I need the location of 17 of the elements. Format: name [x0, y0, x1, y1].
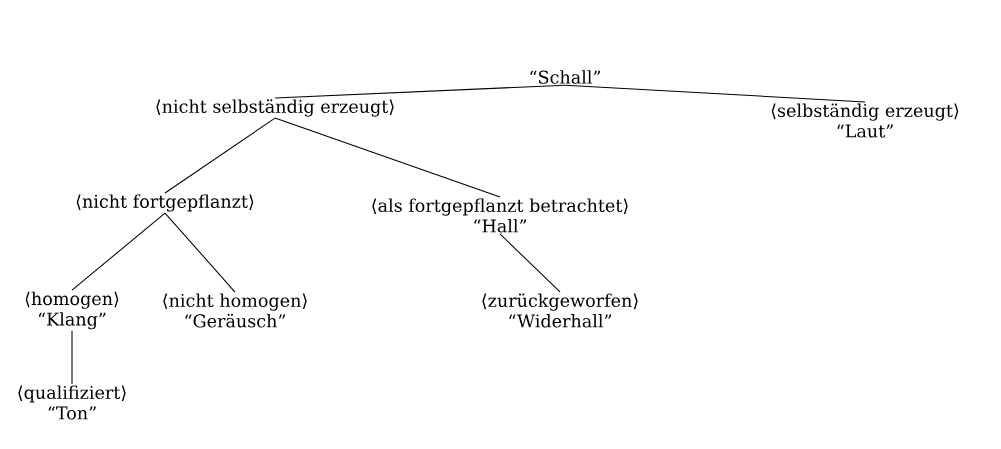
tree-branch — [71, 212, 166, 291]
term-label: ⟨selbständig erzeugt⟩ “Laut” — [771, 103, 959, 138]
tree-branch — [274, 117, 501, 198]
tree-branch — [164, 212, 236, 293]
tree-branch — [71, 330, 73, 385]
term-label: “Schall” — [530, 70, 601, 84]
tree-branch — [564, 84, 866, 103]
term-label: ⟨nicht homogen⟩ “Geräusch” — [163, 293, 307, 328]
term-label: ⟨nicht fortgepflanzt⟩ — [76, 194, 254, 212]
tree-branch — [274, 84, 566, 99]
tree-branch — [164, 117, 276, 194]
tree-branch — [499, 233, 561, 293]
term-label: ⟨qualifiziert⟩ “Ton” — [18, 385, 126, 420]
term-label: ⟨als fortgepflanzt betrachtet⟩ “Hall” — [372, 198, 628, 233]
term-label: ⟨nicht selbständig erzeugt⟩ — [156, 99, 394, 117]
term-label: ⟨homogen⟩ “Klang” — [25, 291, 119, 330]
term-label: ⟨zurückgeworfen⟩ “Widerhall” — [482, 293, 638, 328]
